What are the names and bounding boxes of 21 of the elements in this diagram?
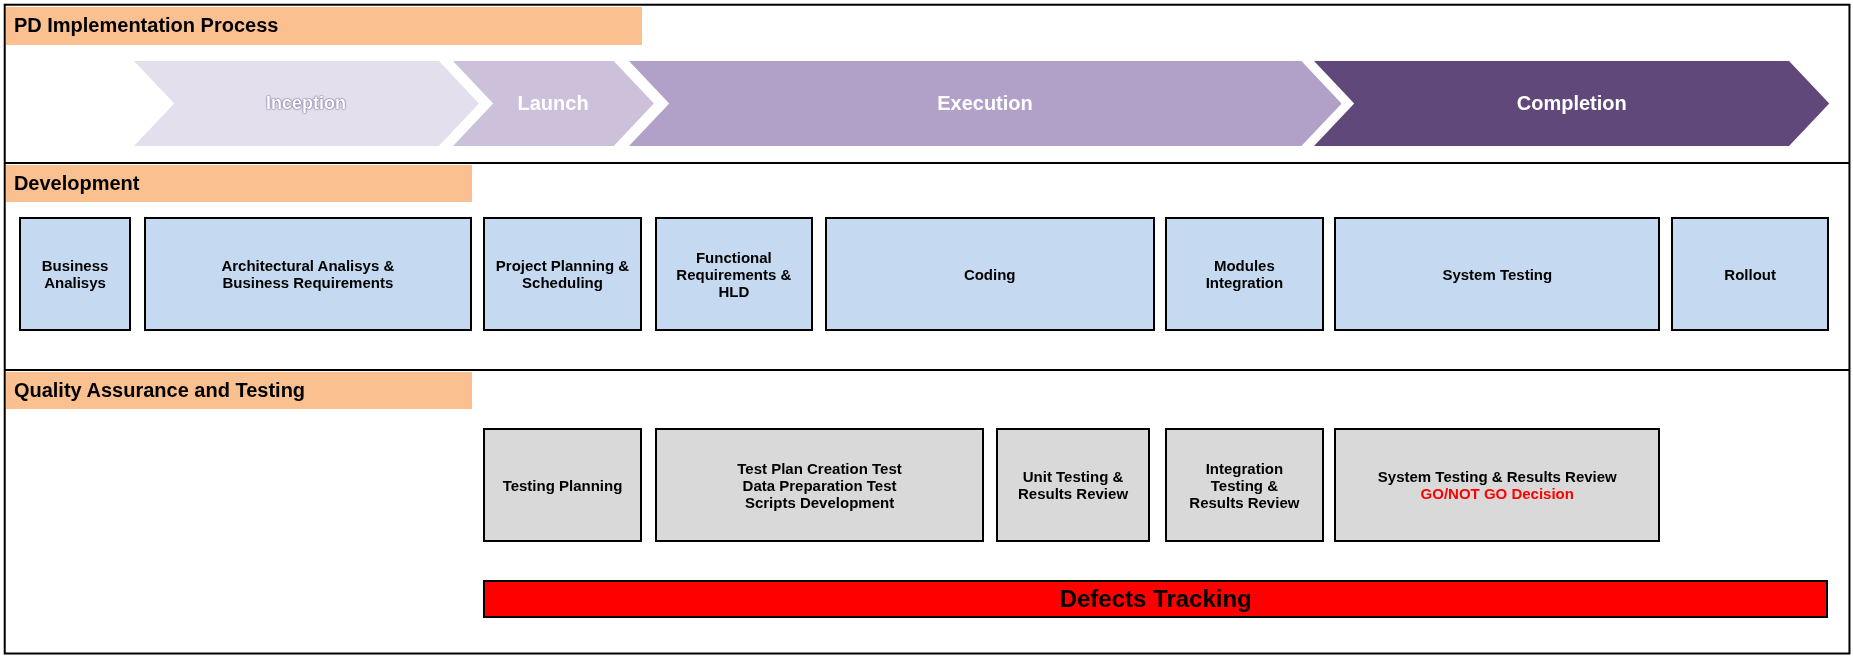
testing-step-box: Unit Testing & Results Review [996, 427, 1150, 543]
testing-step-box: System Testing & Results Review GO/NOT GO Decision [1334, 427, 1661, 543]
testing-step-box: Test Plan Creation Test Data Preparation Test Scripts Development [654, 427, 985, 543]
phase-banner: Inception [133, 61, 479, 147]
testing-step-box: Testing Planning [483, 427, 642, 543]
development-step-box: Coding [824, 217, 1155, 331]
phase-banner: Execution [628, 61, 1342, 147]
development-step-box: Rollout [1671, 217, 1830, 331]
section-header-band: Quality Assurance and Testing [5, 372, 472, 409]
development-step-box: Project Planning & Scheduling [483, 217, 642, 331]
development-step-box: Architectural Analisys & Business Requirements [144, 217, 472, 331]
development-step-box: Modules Integration [1165, 217, 1324, 331]
section-header-band: Development [5, 165, 472, 203]
phase-banner: Launch [452, 61, 654, 147]
section-header-band: PD Implementation Process [5, 7, 642, 45]
phase-banner: Completion [1314, 61, 1830, 147]
development-step-box: System Testing [1334, 217, 1661, 331]
testing-step-box: Integration Testing & Results Review [1165, 427, 1324, 543]
development-step-box: Business Analisys [18, 217, 132, 331]
defects-tracking-bar: Defects Tracking [483, 580, 1829, 619]
development-step-box: Functional Requirements & HLD [654, 217, 814, 331]
